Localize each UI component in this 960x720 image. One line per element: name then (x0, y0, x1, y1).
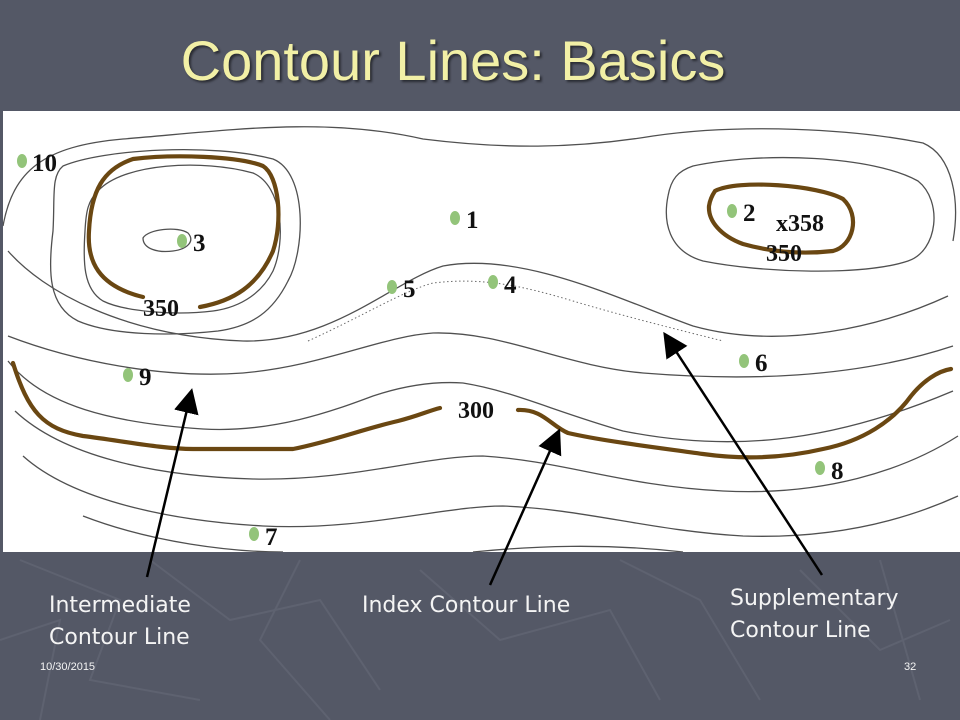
point-8-label: 8 (831, 458, 844, 485)
index-contour-300-left (10, 360, 443, 452)
left-hill-contour-mid (83, 164, 281, 314)
left-hill-index-contour (86, 154, 281, 310)
slide-title: Contour Lines: Basics (180, 29, 726, 92)
point-2-label: 2 (743, 200, 756, 227)
caption-intermediate-line2: Contour Line (49, 625, 190, 650)
caption-supplementary: Supplementary Contour Line (730, 583, 899, 647)
point-2: 2 (727, 200, 756, 227)
caption-index: Index Contour Line (362, 593, 571, 618)
caption-supplementary-line1: Supplementary (730, 586, 899, 611)
point-5-label: 5 (403, 276, 416, 303)
contour-map: 10 1 2 3 5 4 6 9 (3, 126, 959, 552)
contour-map-panel: 10 1 2 3 5 4 6 9 (3, 111, 960, 552)
caption-intermediate: Intermediate Contour Line (49, 590, 191, 654)
elevation-label-index-300: 300 (458, 398, 494, 424)
outer-contour (3, 126, 957, 242)
caption-intermediate-line1: Intermediate (49, 593, 191, 618)
point-10: 10 (17, 150, 57, 177)
elevation-label-left-350: 350 (143, 296, 179, 322)
point-5: 5 (387, 276, 416, 303)
point-7-label: 7 (265, 524, 278, 551)
point-3-label: 3 (193, 230, 206, 257)
point-1-label: 1 (466, 207, 479, 234)
left-hill-contour-outer (49, 149, 301, 335)
point-9-label: 9 (139, 364, 152, 391)
spot-height-label: x358 (776, 211, 824, 237)
point-8: 8 (815, 458, 844, 485)
slide-page-number: 32 (904, 661, 917, 673)
point-9: 9 (123, 364, 152, 391)
point-1: 1 (450, 207, 479, 234)
point-6: 6 (739, 350, 768, 377)
point-4-label: 4 (504, 272, 517, 299)
index-contour-300-right (515, 366, 954, 460)
slide-date: 10/30/2015 (40, 661, 96, 673)
right-hill-index-contour (706, 182, 855, 255)
lower-contour-c (82, 515, 684, 552)
right-hill-contour-outer (665, 156, 935, 272)
point-10-label: 10 (32, 150, 57, 177)
point-7: 7 (249, 524, 278, 551)
elevation-label-right-350: 350 (766, 241, 802, 267)
caption-supplementary-line2: Contour Line (730, 618, 871, 643)
left-hill-summit-contour (142, 228, 192, 253)
point-6-label: 6 (755, 350, 768, 377)
point-4: 4 (488, 272, 517, 299)
point-3: 3 (177, 230, 206, 257)
